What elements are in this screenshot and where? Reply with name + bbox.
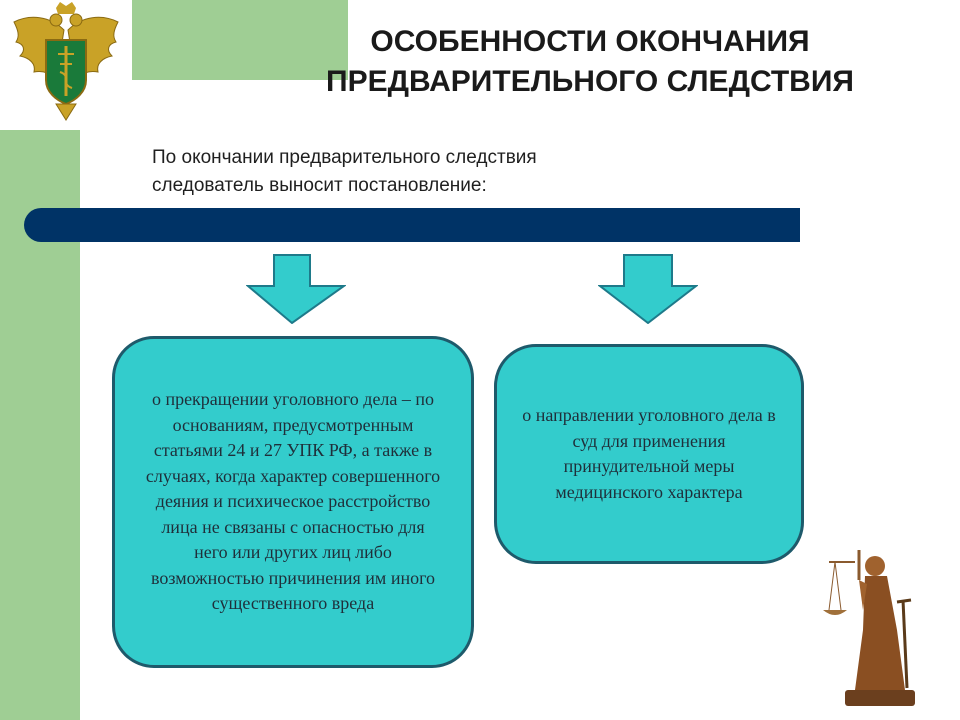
title-line-1: ОСОБЕННОСТИ ОКОНЧАНИЯ: [370, 25, 810, 58]
termination-option-box: о прекращении уголовного дела – по основ…: [112, 336, 474, 668]
divider-bar: [24, 208, 800, 242]
court-referral-option-box: о направлении уголовного дела в суд для …: [494, 344, 804, 564]
intro-text: По окончании предварительного следствия …: [152, 144, 712, 200]
top-accent-block: [132, 0, 348, 80]
down-arrow-icon: [598, 254, 698, 324]
termination-option-text: о прекращении уголовного дела – по основ…: [145, 389, 441, 614]
intro-line-2: следователь выносит постановление:: [152, 175, 487, 196]
intro-line-1: По окончании предварительного следствия: [152, 147, 537, 168]
themis-statue-icon: [823, 550, 915, 706]
customs-emblem-icon: [13, 2, 119, 121]
title-line-2: ПРЕДВАРИТЕЛЬНОГО СЛЕДСТВИЯ: [326, 65, 854, 98]
logo-area: [0, 0, 132, 130]
down-arrow-icon: [246, 254, 346, 324]
court-referral-option-text: о направлении уголовного дела в суд для …: [522, 405, 776, 502]
slide-title: ОСОБЕННОСТИ ОКОНЧАНИЯ ПРЕДВАРИТЕЛЬНОГО С…: [240, 22, 940, 102]
